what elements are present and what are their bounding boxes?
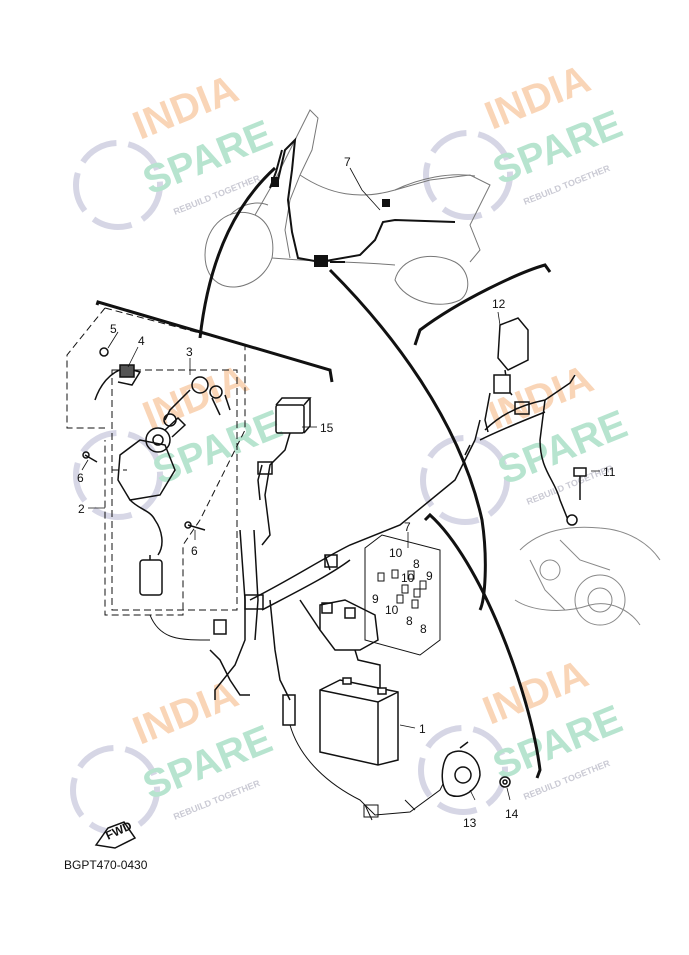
- callout-1: 1: [419, 722, 426, 736]
- bolt-part: [499, 776, 511, 788]
- watermark-center-left: INDIA SPARE: [73, 357, 288, 520]
- ground-bolt: [566, 467, 587, 526]
- lower-wire: [149, 614, 456, 821]
- watermark-wrench-icon: [418, 725, 508, 815]
- forward-direction-icon: FWD: [94, 818, 137, 849]
- watermark-wrench-icon: [73, 430, 163, 520]
- watermark-wrench-icon: [70, 745, 160, 835]
- callout-9b: 9: [372, 592, 379, 606]
- connector-block: [319, 599, 381, 690]
- sub-wire-harness: [209, 432, 476, 726]
- callout-8a: 8: [413, 557, 420, 571]
- callout-labels: 1 2 3 4 5 6 6 7 7 8 8 8 9 9 10 10 10 11 …: [77, 155, 616, 830]
- diagram-code: BGPT470-0430: [64, 858, 148, 872]
- callout-9a: 9: [426, 569, 433, 583]
- callout-6-left: 6: [77, 471, 84, 485]
- key-set: [163, 376, 231, 427]
- callout-3: 3: [186, 345, 193, 359]
- scooter-main-harness: [269, 137, 456, 267]
- sensor-part: [484, 317, 529, 433]
- callout-15: 15: [320, 421, 334, 435]
- callout-5: 5: [110, 322, 117, 336]
- watermark-wrench-icon: [423, 130, 513, 220]
- callout-2: 2: [78, 502, 85, 516]
- bracket-part: [94, 347, 142, 401]
- watermark-top-left: INDIA SPARE REBUILD TOGETHER: [73, 67, 278, 230]
- callout-7-fuse: 7: [404, 520, 411, 534]
- callout-8b: 8: [406, 614, 413, 628]
- callout-8c: 8: [420, 622, 427, 636]
- callout-11: 11: [603, 465, 616, 479]
- callout-10b: 10: [401, 571, 415, 585]
- callout-7-top: 7: [344, 155, 351, 169]
- main-switch-group-box: [66, 307, 246, 616]
- right-harness: [464, 374, 576, 521]
- watermark-bottom-left: INDIA SPARE REBUILD TOGETHER: [70, 672, 278, 835]
- battery-part: [319, 677, 399, 766]
- horn-part: [441, 741, 481, 797]
- watermark-wrench-icon: [73, 140, 163, 230]
- watermark-wrench-icon: [420, 435, 510, 525]
- engine-outline: [514, 526, 661, 626]
- fuse-parts: [377, 569, 427, 609]
- callout-10a: 10: [389, 546, 403, 560]
- callout-10c: 10: [385, 603, 399, 617]
- callout-4: 4: [138, 334, 145, 348]
- main-switch-assembly: [117, 416, 187, 596]
- callout-6-right: 6: [191, 544, 198, 558]
- fuse-group-box: [364, 534, 441, 656]
- screw-parts: [82, 451, 206, 531]
- watermark-top-right: INDIA SPARE REBUILD TOGETHER: [423, 57, 628, 220]
- leader-lines: [81, 167, 600, 801]
- callout-12: 12: [492, 297, 506, 311]
- section-boundary-lines: [95, 166, 552, 779]
- callout-14: 14: [505, 807, 519, 821]
- callout-13: 13: [463, 816, 477, 830]
